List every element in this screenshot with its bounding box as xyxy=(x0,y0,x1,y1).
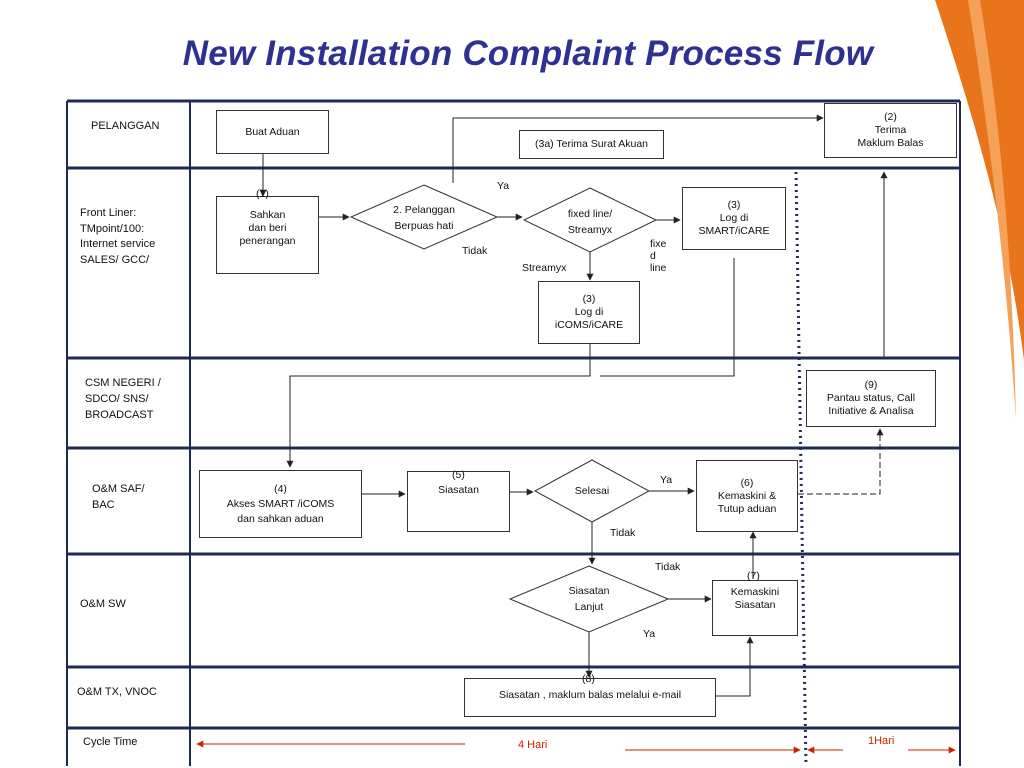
step-buat-aduan: Buat Aduan xyxy=(216,110,329,154)
cycle-time-1-hari: 1Hari xyxy=(868,735,895,747)
step-siasatan: Siasatan xyxy=(407,471,510,532)
step-siasatan-number: (5) xyxy=(452,469,465,481)
decision-fixed-streamyx-text: fixed line/ Streamyx xyxy=(567,208,613,236)
decision-selesai-text: Selesai xyxy=(574,485,610,497)
lane-label-cycle-time: Cycle Time xyxy=(83,736,138,748)
decision-pelanggan-hati xyxy=(349,184,499,250)
decision-siasatan-lanjut-text: Siasatan Lanjut xyxy=(568,585,610,613)
edge-label-tidak-selesai: Tidak xyxy=(610,527,636,539)
step-log-smart-icare: (3) Log di SMART/iCARE xyxy=(682,187,786,250)
cycle-time-arrows xyxy=(196,740,956,754)
lane-label-om-saf: O&M SAF/ BAC xyxy=(92,483,145,511)
edge-label-tidak: Tidak xyxy=(462,245,488,257)
step-maklum-email-number: (8) xyxy=(582,673,595,685)
decision-pelanggan-hati-text: 2. Pelanggan Berpuas hati xyxy=(393,204,455,232)
edge-label-ya-top: Ya xyxy=(497,180,510,192)
cycle-time-4-hari: 4 Hari xyxy=(518,739,548,751)
step-terima-surat-akuan: (3a) Terima Surat Akuan xyxy=(519,130,664,159)
lane-label-csm-negeri: CSM NEGERI / SDCO/ SNS/ BROADCAST xyxy=(85,377,161,421)
lane-label-om-tx: O&M TX, VNOC xyxy=(77,686,157,698)
step-kemaskini-siasatan: Kemaskini Siasatan xyxy=(712,580,798,636)
connectors xyxy=(259,114,888,697)
edge-label-streamyx: Streamyx xyxy=(522,262,567,274)
orange-swoosh-thin xyxy=(968,0,1016,420)
lane-label-front-liner: Front Liner: TMpoint/100: Internet servi… xyxy=(80,207,156,266)
lane-label-pelanggan: PELANGGAN xyxy=(91,120,160,132)
edge-label-fixed-line: fixe d line xyxy=(650,238,667,274)
step-kemaskini-siasatan-number: (7) xyxy=(747,570,760,582)
edge-label-tidak-lanjut: Tidak xyxy=(655,561,681,573)
step-siasatan-maklum-email: Siasatan , maklum balas melalui e-mail xyxy=(464,678,716,717)
step-pantau-status: (9) Pantau status, Call Initiative & Ana… xyxy=(806,370,936,427)
step-log-icoms-icare: (3) Log di iCOMS/iCARE xyxy=(538,281,640,344)
swimlane-grid xyxy=(66,99,961,766)
step-akses-smart-icoms: (4) Akses SMART /iCOMS dan sahkan aduan xyxy=(199,470,362,538)
step-sahkan-number: (1) xyxy=(256,188,269,200)
edge-label-ya-lanjut: Ya xyxy=(643,628,656,640)
lane-label-om-sw: O&M SW xyxy=(80,598,126,610)
edge-label-ya-selesai: Ya xyxy=(660,474,673,486)
step-terima-maklum-balas: (2) Terima Maklum Balas xyxy=(824,103,957,158)
page-title: New Installation Complaint Process Flow xyxy=(182,34,874,73)
step-kemaskini-tutup-aduan: (6) Kemaskini & Tutup aduan xyxy=(696,460,798,532)
orange-swoosh-decoration xyxy=(935,0,1024,360)
step-sahkan: Sahkan dan beri penerangan xyxy=(216,196,319,274)
